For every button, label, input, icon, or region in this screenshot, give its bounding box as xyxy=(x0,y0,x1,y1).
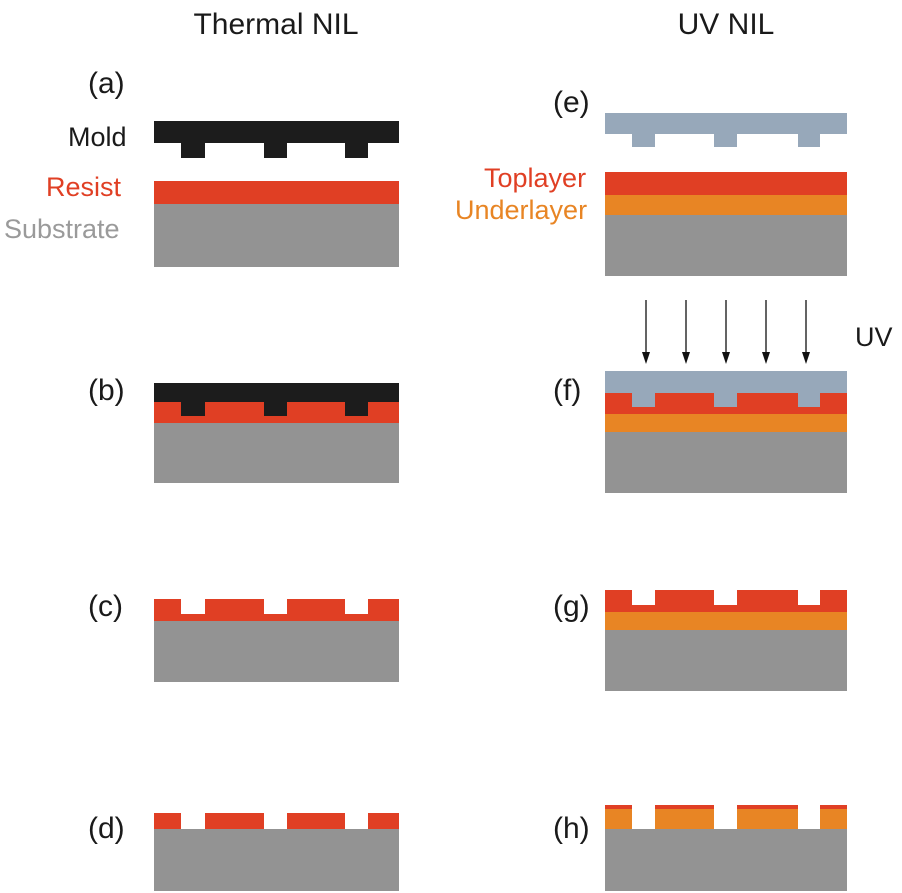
uv-arrow-5 xyxy=(802,300,810,364)
panel-g-stack xyxy=(605,590,847,691)
resist-block-d-3 xyxy=(287,813,345,829)
panel-b-stack xyxy=(154,383,399,483)
uv-label: UV xyxy=(855,322,893,352)
underlayer-block-h-1 xyxy=(605,809,632,829)
toplayer-remnant-h-3 xyxy=(737,805,798,809)
mold-uv-f xyxy=(605,371,847,407)
uv-nil-title: UV NIL xyxy=(678,8,775,41)
toplayer-remnant-h-4 xyxy=(820,805,847,809)
panel-label-c: (c) xyxy=(88,590,123,623)
mold-thermal-a xyxy=(154,121,399,158)
mold-thermal-b xyxy=(154,383,399,416)
resist-block-d-2 xyxy=(205,813,264,829)
substrate-f xyxy=(605,432,847,493)
panel-label-a: (a) xyxy=(88,67,125,100)
toplayer-remnant-h-2 xyxy=(655,805,714,809)
underlayer-block-h-3 xyxy=(737,809,798,829)
toplayer-patterned-g xyxy=(605,590,847,612)
substrate-d xyxy=(154,829,399,891)
resist-patterned-c xyxy=(154,599,399,622)
thermal-nil-title: Thermal NIL xyxy=(193,8,358,41)
uv-arrow-1 xyxy=(642,300,650,364)
panel-e-stack xyxy=(605,113,847,276)
underlayer-label: Underlayer xyxy=(455,195,587,225)
panel-label-h: (h) xyxy=(553,812,590,845)
underlayer-f xyxy=(605,414,847,432)
toplayer-remnant-h-1 xyxy=(605,805,632,809)
substrate-a xyxy=(154,204,399,267)
panel-label-d: (d) xyxy=(88,812,125,845)
substrate-label: Substrate xyxy=(4,214,120,244)
underlayer-block-h-4 xyxy=(820,809,847,829)
underlayer-e xyxy=(605,195,847,215)
resist-block-d-4 xyxy=(368,813,399,829)
panel-h-stack xyxy=(605,805,847,891)
substrate-c xyxy=(154,621,399,682)
mold-label: Mold xyxy=(68,122,127,152)
underlayer-block-h-2 xyxy=(655,809,714,829)
panel-label-b: (b) xyxy=(88,374,125,407)
uv-arrows xyxy=(642,300,810,364)
panel-label-e: (e) xyxy=(553,86,590,119)
toplayer-label: Toplayer xyxy=(484,163,586,193)
resist-layer-a xyxy=(154,181,399,204)
substrate-e xyxy=(605,215,847,276)
substrate-h xyxy=(605,829,847,891)
uv-arrow-3 xyxy=(722,300,730,364)
panel-label-f: (f) xyxy=(553,374,581,407)
uv-arrow-2 xyxy=(682,300,690,364)
toplayer-e xyxy=(605,172,847,195)
substrate-b xyxy=(154,423,399,483)
uv-arrow-4 xyxy=(762,300,770,364)
mold-uv-e xyxy=(605,113,847,147)
panel-d-stack xyxy=(154,813,399,891)
panel-a-stack xyxy=(154,121,399,267)
panel-c-stack xyxy=(154,599,399,682)
panel-label-g: (g) xyxy=(553,590,590,623)
resist-block-d-1 xyxy=(154,813,181,829)
resist-label: Resist xyxy=(46,172,122,202)
substrate-g xyxy=(605,630,847,691)
underlayer-g xyxy=(605,612,847,630)
panel-f-stack xyxy=(605,371,847,493)
